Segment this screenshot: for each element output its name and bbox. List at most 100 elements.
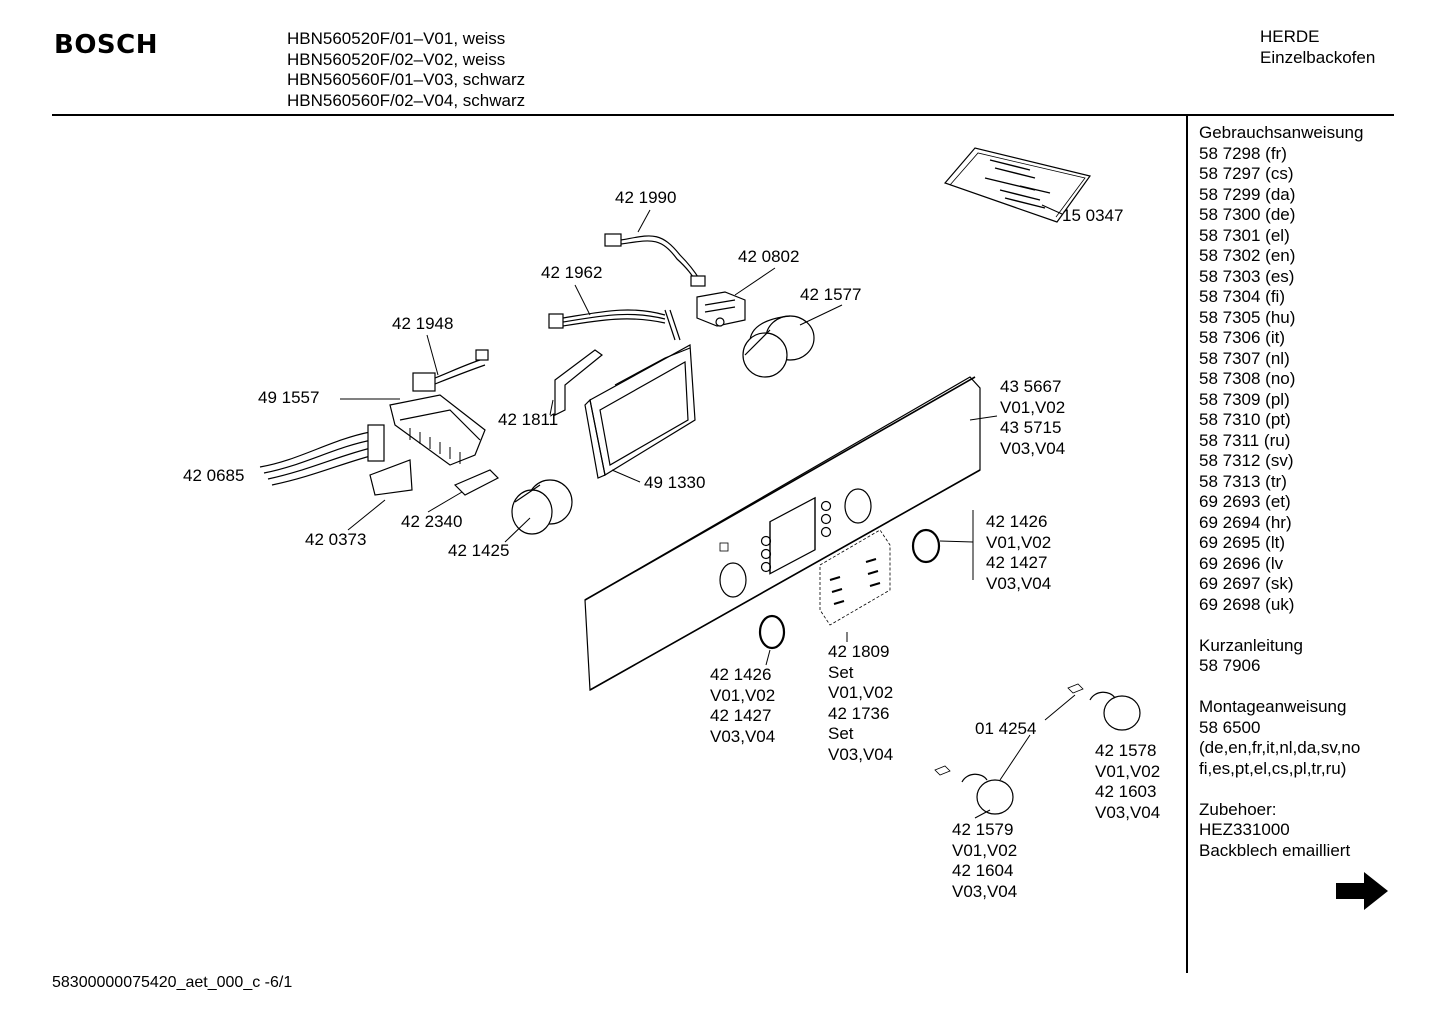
front-panel-drawing xyxy=(584,376,981,691)
callout-line: 42 1962 xyxy=(541,263,603,282)
callout-line: 42 1579 xyxy=(952,820,1014,839)
manual-item: 58 7301 (el) xyxy=(1199,225,1290,245)
callout-422340: 42 2340 xyxy=(401,512,462,533)
callout-line: V01,V02 xyxy=(710,685,776,705)
trim-ring-left-drawing xyxy=(758,614,786,650)
callout-421809: 42 1809 Set V01,V02 42 1736 Set V03,V04 xyxy=(828,642,893,765)
accessory-name: Backblech emailliert xyxy=(1199,840,1351,860)
manual-item: 58 7299 (da) xyxy=(1199,184,1296,204)
callout-014254: 01 4254 xyxy=(975,719,1036,740)
knob-housing-421425-drawing xyxy=(511,479,573,535)
callout-421811: 42 1811 xyxy=(498,410,558,431)
callout-421948: 42 1948 xyxy=(392,314,453,335)
callout-line: V03,V04 xyxy=(1000,438,1066,458)
callout-line: 49 1330 xyxy=(644,473,706,492)
exploded-parts-drawing xyxy=(259,147,1141,819)
callout-421962: 42 1962 xyxy=(541,263,602,284)
callout-line: 42 0373 xyxy=(305,530,367,549)
callout-line: 42 1427 xyxy=(986,553,1048,572)
callout-line: 42 1578 xyxy=(1095,741,1157,760)
callout-421990: 42 1990 xyxy=(615,188,676,209)
install-title: Montageanweisung xyxy=(1199,697,1347,716)
cable-421990-drawing xyxy=(604,233,706,287)
callout-line: V03,V04 xyxy=(828,744,894,764)
callout-line: V03,V04 xyxy=(1095,802,1161,822)
manual-list: 58 7298 (fr) 58 7297 (cs) 58 7299 (da) 5… xyxy=(1199,144,1394,616)
model-line: HBN560560F/01–V03, schwarz xyxy=(287,70,526,89)
manual-item: 69 2694 (hr) xyxy=(1199,512,1292,532)
manual-item: 58 7297 (cs) xyxy=(1199,164,1294,183)
manual-item: 58 7312 (sv) xyxy=(1199,451,1294,470)
model-line: HBN560520F/01–V01, weiss xyxy=(287,29,506,48)
leader-lines xyxy=(340,204,1076,819)
manual-item: 58 7309 (pl) xyxy=(1199,389,1290,409)
callout-line: 43 5667 xyxy=(1000,377,1062,396)
manual-item: 69 2698 (uk) xyxy=(1199,594,1295,614)
manual-item: 58 7306 (it) xyxy=(1199,328,1285,347)
install-number: 58 6500 xyxy=(1199,717,1261,737)
callout-line: 42 1811 xyxy=(498,410,559,429)
callout-421426-right: 42 1426 V01,V02 42 1427 V03,V04 xyxy=(986,512,1051,594)
callout-150347: 15 0347 xyxy=(1062,206,1123,227)
callout-421425: 42 1425 xyxy=(448,541,509,562)
manual-item: 58 7302 (en) xyxy=(1199,246,1296,265)
knob-421579-drawing xyxy=(934,765,1014,815)
connector-420802-drawing xyxy=(696,291,746,327)
callout-421578: 42 1578 V01,V02 42 1603 V03,V04 xyxy=(1095,741,1160,823)
appliance-category: HERDE Einzelbackofen xyxy=(1260,27,1375,68)
callout-line: 43 5715 xyxy=(1000,418,1062,437)
manual-item: 69 2695 (lt) xyxy=(1199,533,1285,552)
manual-item: 69 2697 (sk) xyxy=(1199,574,1294,593)
callout-line: 42 0802 xyxy=(738,247,800,266)
callout-420685: 42 0685 xyxy=(183,466,244,487)
accessory-number: HEZ331000 xyxy=(1199,820,1290,839)
callout-line: V01,V02 xyxy=(828,683,894,702)
callout-491330: 49 1330 xyxy=(644,473,705,494)
category-line: Einzelbackofen xyxy=(1260,47,1376,67)
callout-line: 42 0685 xyxy=(183,466,245,485)
callout-line: 42 1990 xyxy=(615,188,677,207)
callout-line: 49 1557 xyxy=(258,388,320,407)
spacer xyxy=(1199,615,1394,636)
bracket-421811-drawing xyxy=(554,349,603,416)
arrow-right-icon[interactable] xyxy=(1334,870,1390,912)
callout-line: V01,V02 xyxy=(952,840,1018,860)
callout-line: V03,V04 xyxy=(952,881,1018,901)
cable-421948-drawing xyxy=(412,349,489,392)
callout-421577: 42 1577 xyxy=(800,285,861,306)
header-divider xyxy=(52,114,1394,116)
callout-421579: 42 1579 V01,V02 42 1604 V03,V04 xyxy=(952,820,1017,902)
manual-item: 58 7298 (fr) xyxy=(1199,143,1287,163)
model-line: HBN560520F/02–V02, weiss xyxy=(287,49,506,69)
manual-title: Gebrauchsanweisung xyxy=(1199,123,1364,142)
spacer xyxy=(1199,779,1394,800)
clip-422340-drawing xyxy=(453,469,500,496)
manual-item: 58 7308 (no) xyxy=(1199,369,1296,388)
category-line: HERDE xyxy=(1260,27,1320,46)
callout-line: 42 2340 xyxy=(401,512,463,531)
short-guide-number: 58 7906 xyxy=(1199,656,1261,675)
callout-line: 42 1603 xyxy=(1095,782,1157,801)
callout-line: 42 1604 xyxy=(952,861,1014,880)
callout-line: V01,V02 xyxy=(986,532,1052,552)
callout-line: V03,V04 xyxy=(710,726,776,746)
control-module-drawing xyxy=(584,344,696,479)
callout-491557: 49 1557 xyxy=(258,388,319,409)
spring-set-drawing xyxy=(819,529,891,626)
callout-line: 42 1736 xyxy=(828,703,890,723)
manual-item: 58 7305 (hu) xyxy=(1199,307,1296,327)
callout-435667: 43 5667 V01,V02 43 5715 V03,V04 xyxy=(1000,377,1065,459)
manual-item: 69 2696 (lv xyxy=(1199,553,1284,573)
callout-line: 42 1809 xyxy=(828,642,890,661)
manual-item: 58 7307 (nl) xyxy=(1199,348,1290,368)
knob-housing-421577-drawing xyxy=(742,315,815,378)
manual-item: 58 7300 (de) xyxy=(1199,205,1296,224)
manual-item: 58 7303 (es) xyxy=(1199,266,1295,286)
brand-logo: BOSCH xyxy=(54,30,158,60)
wire-harness-drawing xyxy=(259,424,385,486)
switch-491557-drawing xyxy=(389,394,486,466)
manual-item: 58 7311 (ru) xyxy=(1199,430,1291,450)
manual-item: 58 7310 (pt) xyxy=(1199,410,1291,429)
model-list: HBN560520F/01–V01, weiss HBN560520F/02–V… xyxy=(287,29,525,111)
callout-420802: 42 0802 xyxy=(738,247,799,268)
